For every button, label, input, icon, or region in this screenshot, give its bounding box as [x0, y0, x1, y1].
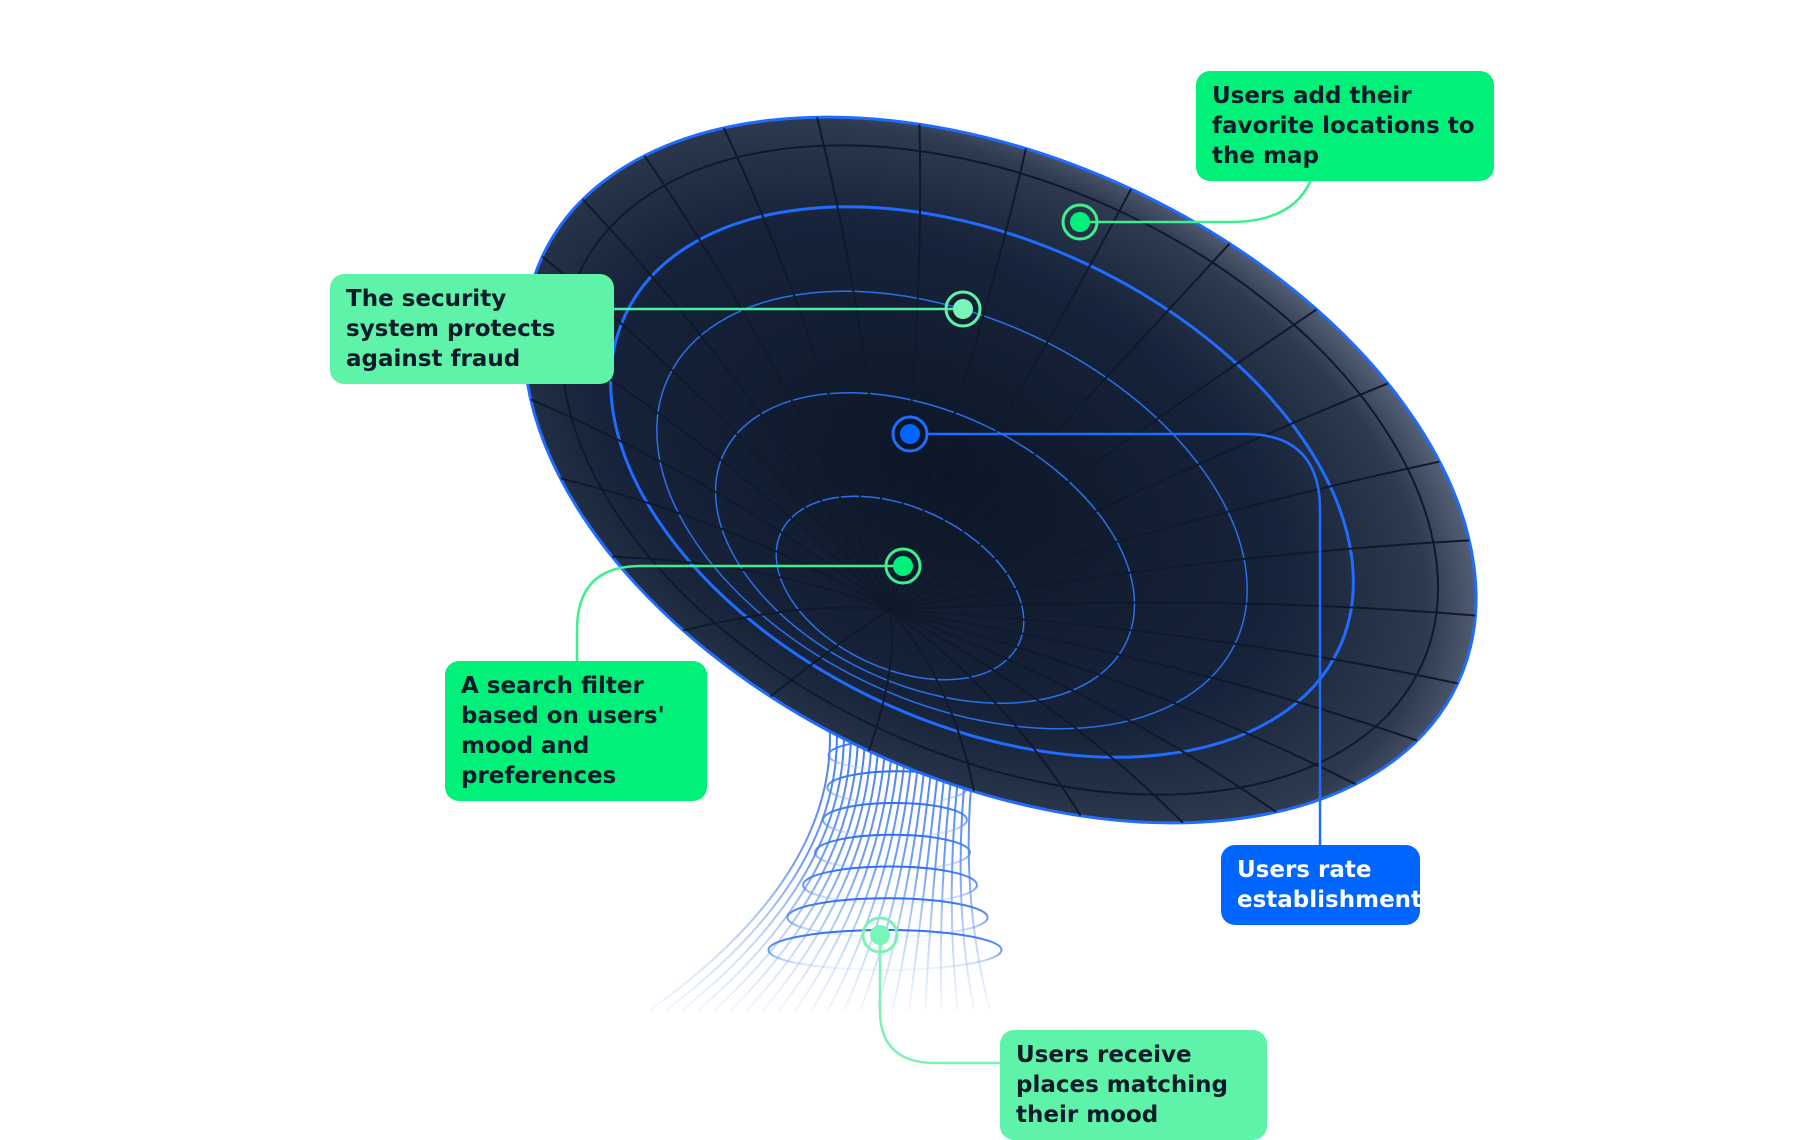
funnel-spoke: [889, 188, 1132, 611]
funnel-spoke: [889, 382, 1389, 611]
funnel-ring: [561, 144, 1439, 796]
funnel-ring: [714, 392, 1136, 704]
marker-locations: [1061, 203, 1099, 241]
funnel-spoke: [560, 477, 891, 611]
connector-rate: [910, 432, 1322, 845]
funnel-spoke: [889, 242, 1231, 611]
tube-ring: [822, 802, 968, 838]
tube-ring: [802, 865, 978, 905]
funnel-spoke: [868, 609, 894, 752]
funnel-surface: [522, 115, 1478, 825]
funnel-spoke: [889, 609, 1277, 813]
callout-security: The security system protects against fra…: [330, 274, 614, 384]
funnel-ring: [609, 205, 1355, 759]
funnel-spoke: [582, 198, 891, 611]
funnel-spoke: [530, 398, 891, 611]
callout-rate: Users rate establishments: [1221, 845, 1436, 925]
funnel-spoke: [683, 606, 891, 632]
marker-filter: [884, 547, 922, 585]
funnel-spoke: [612, 555, 891, 611]
funnel-spoke: [889, 124, 922, 611]
funnel-spoke: [722, 127, 891, 611]
tube-ring: [814, 833, 971, 872]
funnel-spoke: [889, 609, 1184, 824]
funnel-spoke: [889, 460, 1440, 611]
tube-line: [649, 689, 831, 1011]
marker-rate: [891, 415, 929, 453]
funnel-spoke: [889, 539, 1470, 611]
funnel-spoke: [816, 117, 891, 611]
funnel-spoke: [889, 601, 1476, 617]
funnel-spoke: [889, 609, 1356, 786]
funnel-spoke: [889, 609, 1458, 685]
connector-receive: [878, 935, 1000, 1065]
marker-security: [944, 290, 982, 328]
callout-locations: Users add their favorite locations to th…: [1196, 71, 1494, 181]
funnel-spoke: [889, 148, 1027, 611]
markers: [861, 203, 1099, 954]
funnel-spoke: [889, 609, 976, 792]
wormhole-diagram: [522, 115, 1478, 1065]
funnel-spoke: [889, 308, 1318, 611]
connector-filter: [575, 564, 903, 661]
callout-filter: A search filter based on users' mood and…: [445, 661, 707, 801]
funnel-spoke: [889, 609, 1418, 742]
marker-receive: [861, 916, 899, 954]
funnel-spoke: [889, 609, 1082, 817]
callout-receive: Users receive places matching their mood: [1000, 1030, 1267, 1140]
funnel-spoke: [769, 609, 891, 698]
funnel-spoke: [643, 155, 891, 611]
funnel-ring: [656, 290, 1248, 730]
